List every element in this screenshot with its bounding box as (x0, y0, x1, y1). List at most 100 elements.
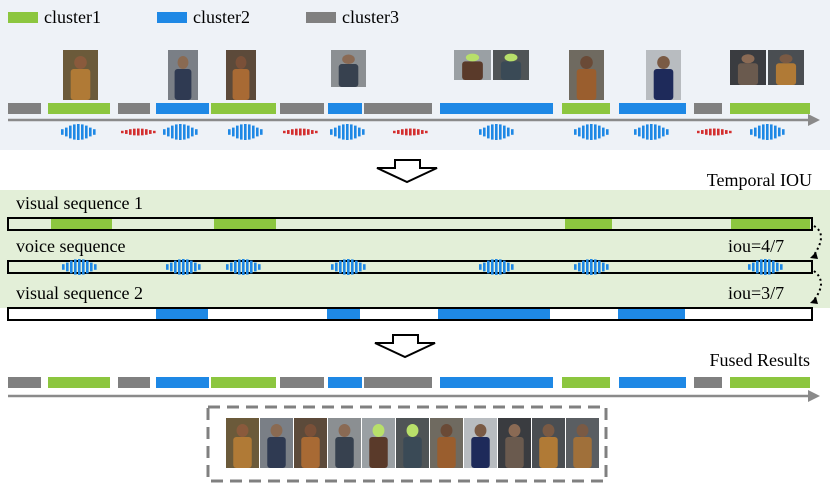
noise-mark-7-bar (421, 130, 424, 134)
voice-mark-3-bar (179, 124, 182, 140)
top-timeline (8, 103, 810, 114)
voice-mark-8 (479, 124, 514, 140)
voice-seq-mark-2-bar (198, 264, 201, 270)
voice-seq-mark-7-bar (752, 262, 755, 272)
voice-mark-6 (330, 124, 365, 140)
seq1-segment-3 (565, 219, 612, 229)
top-timeline-segment-8 (364, 103, 432, 114)
voice-seq-mark-5-bar (487, 260, 490, 274)
voice-seq-mark-4-bar (331, 264, 334, 270)
voice-mark-1-bar (65, 127, 68, 137)
noise-mark-5-bar (283, 130, 286, 134)
track-label-visual-seq-2: visual sequence 2 (16, 283, 143, 303)
voice-mark-10 (634, 124, 669, 140)
iou-label-visual-2: iou=3/7 (728, 283, 784, 303)
noise-mark-2-bar (121, 130, 124, 134)
fused-thumbnail-person-5 (362, 418, 395, 468)
voice-mark-4-bar (256, 127, 259, 137)
voice-seq-mark-1-bar (90, 262, 93, 272)
voice-mark-12-bar (778, 127, 781, 137)
top-timeline-segment-5 (211, 103, 276, 114)
voice-mark-8-bar (511, 129, 514, 135)
voice-mark-6-bar (362, 129, 365, 135)
seq2-segment-1 (156, 309, 208, 319)
voice-seq-mark-7-bar (748, 264, 751, 270)
voice-seq-mark-2-bar (170, 262, 173, 272)
fused-timeline (8, 377, 810, 388)
seq2-segment-3 (438, 309, 550, 319)
top-panel (0, 0, 830, 150)
voice-seq-mark-4-bar (347, 259, 350, 275)
voice-mark-8-bar (483, 127, 486, 137)
legend-label-cluster2: cluster2 (193, 7, 250, 27)
voice-seq-mark-2-bar (174, 260, 177, 274)
voice-mark-4-bar (232, 127, 235, 137)
voice-mark-12-bar (766, 124, 769, 140)
noise-mark-2-bar (153, 130, 156, 134)
voice-mark-12-bar (758, 125, 761, 139)
top-voice-marks (61, 124, 785, 140)
voice-mark-4-bar (228, 129, 231, 135)
seq1-segment-4 (731, 219, 810, 229)
top-timeline-segment-12 (694, 103, 722, 114)
top-time-axis-arrowhead (808, 114, 820, 126)
fused-timeline-segment-7 (328, 377, 362, 388)
fused-timeline-segment-6 (280, 377, 324, 388)
voice-mark-3-bar (183, 124, 186, 140)
down-arrow-1 (376, 159, 438, 184)
voice-mark-10-bar (666, 129, 669, 135)
voice-seq-mark-3 (226, 259, 261, 275)
voice-mark-9-bar (598, 125, 601, 139)
voice-mark-8-bar (507, 127, 510, 137)
voice-seq-mark-6-bar (590, 259, 593, 275)
noise-mark-7-bar (417, 129, 420, 135)
noise-mark-2-bar (137, 128, 140, 136)
voice-mark-6-bar (346, 124, 349, 140)
voice-mark-6-bar (338, 125, 341, 139)
top-thumbnail-person-8 (646, 50, 681, 100)
voice-mark-1-bar (61, 129, 64, 135)
track-bar-voice-seq (7, 260, 813, 274)
fused-thumbnail-person-9 (498, 418, 531, 468)
legend-label-cluster1: cluster1 (44, 7, 101, 27)
top-thumbnail-person-3 (226, 50, 256, 100)
noise-mark-11-bar (717, 128, 720, 136)
fused-thumbnail-person-2 (260, 418, 293, 468)
top-timeline-segment-2 (48, 103, 110, 114)
voice-seq-mark-1-bar (66, 262, 69, 272)
voice-mark-6-bar (342, 124, 345, 140)
voice-seq-mark-6-bar (594, 259, 597, 275)
top-timeline-segment-9 (440, 103, 553, 114)
top-timeline-segment-13 (730, 103, 810, 114)
top-thumbnail-person-6 (493, 50, 529, 80)
voice-mark-9-bar (594, 124, 597, 140)
fused-timeline-segment-4 (156, 377, 209, 388)
voice-seq-mark-2-bar (166, 264, 169, 270)
temporal-iou-title: Temporal IOU (707, 170, 812, 190)
noise-mark-11-bar (725, 130, 728, 134)
voice-seq-mark-5-bar (491, 259, 494, 275)
voice-mark-10-bar (638, 127, 641, 137)
voice-mark-3-bar (195, 129, 198, 135)
voice-mark-12-bar (782, 129, 785, 135)
fused-timeline-segment-11 (619, 377, 686, 388)
noise-mark-7-bar (425, 130, 428, 134)
noise-mark-7 (393, 128, 428, 136)
voice-seq-mark-5-bar (507, 262, 510, 272)
noise-mark-5 (283, 128, 318, 136)
voice-mark-8-bar (491, 124, 494, 140)
noise-mark-2-bar (141, 128, 144, 136)
legend-swatch-cluster2 (157, 12, 187, 23)
noise-mark-11-bar (705, 129, 708, 135)
seq2-segment-2 (327, 309, 360, 319)
seq1-segment-1 (51, 219, 112, 229)
voice-mark-10-bar (650, 124, 653, 140)
voice-mark-6-bar (354, 125, 357, 139)
voice-seq-mark-1 (62, 259, 97, 275)
noise-mark-2 (121, 128, 156, 136)
voice-seq-mark-3-bar (242, 259, 245, 275)
voice-seq-mark-6 (574, 259, 609, 275)
voice-mark-8-bar (487, 125, 490, 139)
temporal-iou-panel (0, 190, 830, 308)
